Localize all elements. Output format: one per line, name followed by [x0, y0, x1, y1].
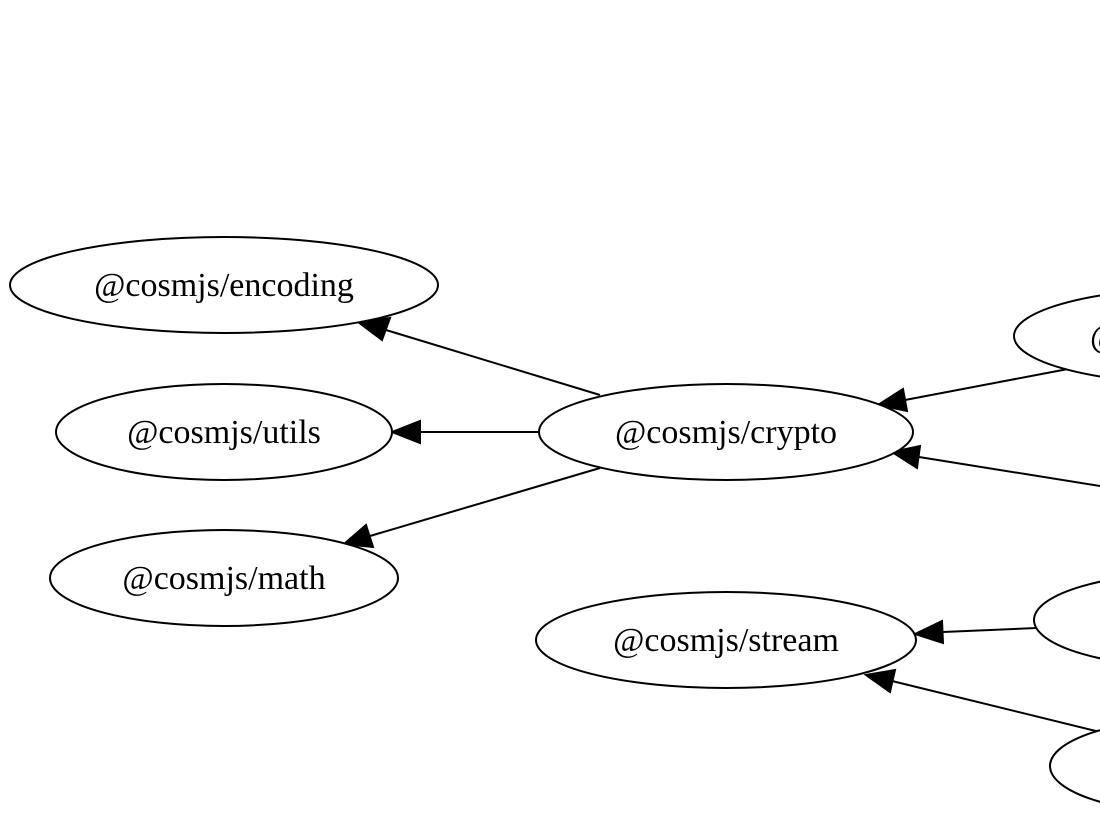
edge-crypto-encoding	[355, 316, 601, 396]
node-right-top[interactable]: @	[1013, 288, 1100, 384]
edge-crypto-math	[341, 467, 601, 549]
node-utils[interactable]: @cosmjs/utils	[55, 383, 393, 481]
node-encoding[interactable]: @cosmjs/encoding	[9, 236, 439, 334]
node-right-bottom[interactable]	[1049, 718, 1100, 814]
nodes: @cosmjs/encoding @cosmjs/utils @cosmjs/m…	[9, 236, 1100, 814]
edge-rightmid-stream	[912, 619, 1037, 645]
edge-rightbottom-stream	[863, 668, 1100, 733]
node-stream[interactable]: @cosmjs/stream	[535, 591, 917, 689]
edge-righttop-crypto	[875, 368, 1069, 413]
node-math-label: @cosmjs/math	[122, 560, 325, 597]
node-stream-label: @cosmjs/stream	[613, 622, 839, 659]
edge-offscreen-crypto	[889, 444, 1100, 487]
edge-crypto-utils	[389, 419, 540, 445]
node-crypto-label: @cosmjs/crypto	[615, 414, 837, 451]
node-right-mid[interactable]	[1033, 572, 1100, 668]
node-math[interactable]: @cosmjs/math	[49, 529, 399, 627]
edges	[341, 316, 1100, 733]
node-encoding-label: @cosmjs/encoding	[94, 267, 354, 304]
node-utils-label: @cosmjs/utils	[127, 414, 321, 451]
node-crypto[interactable]: @cosmjs/crypto	[538, 383, 914, 481]
node-right-top-label: @	[1090, 318, 1100, 355]
